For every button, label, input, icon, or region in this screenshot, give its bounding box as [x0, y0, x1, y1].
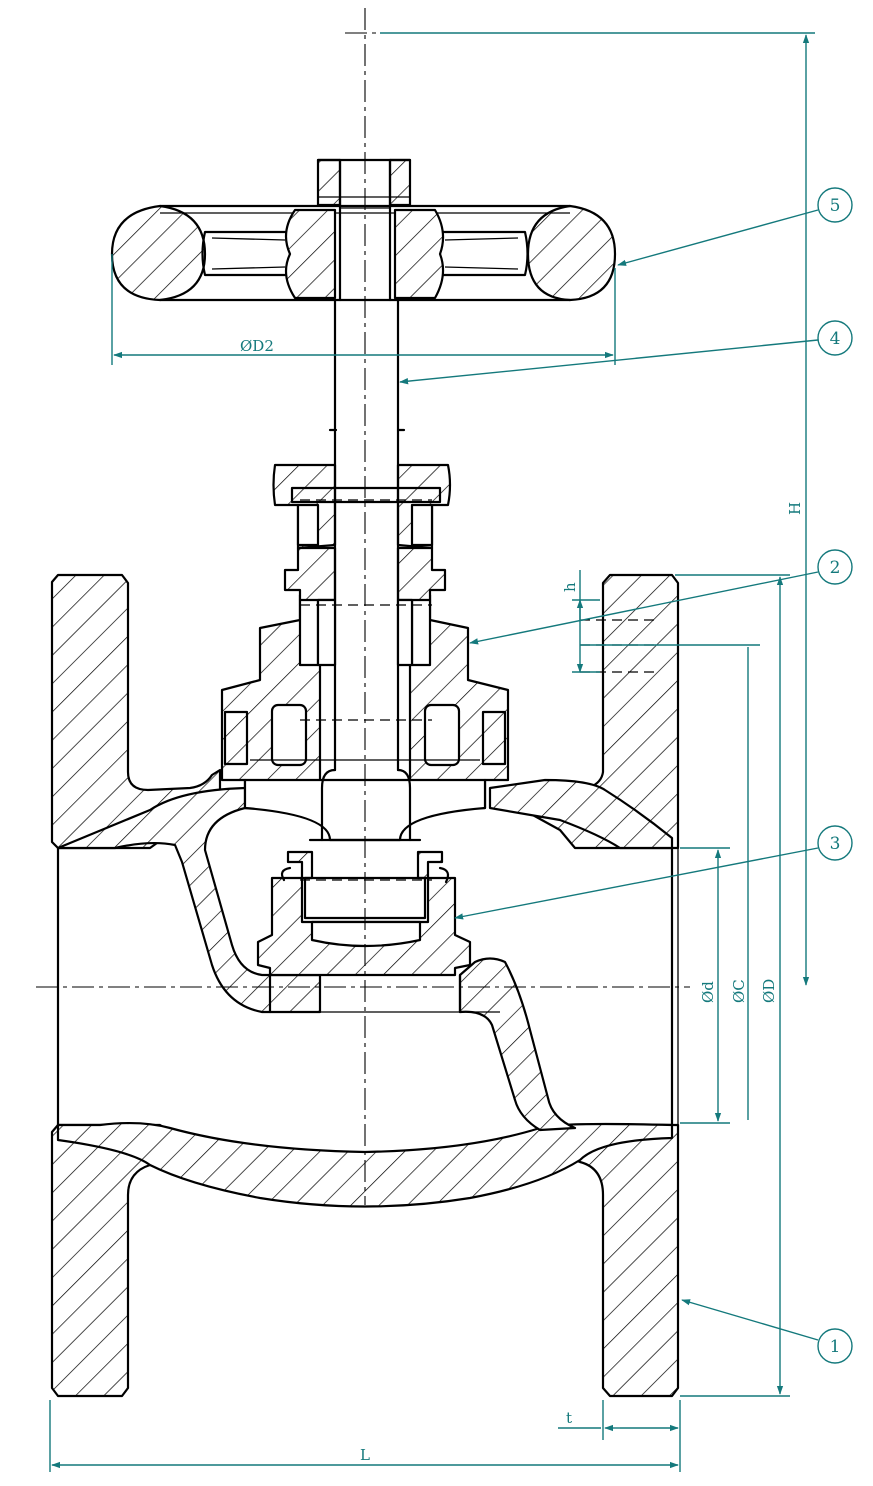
- part-callouts: 1 2 3 4 5: [399, 187, 853, 1364]
- balloon-5-label: 5: [830, 196, 841, 216]
- body-bonnet-wall-right: [488, 778, 674, 850]
- balloon-2: [817, 549, 853, 585]
- dim-label-bore: Ød: [699, 981, 717, 1003]
- stem: [308, 158, 422, 842]
- dim-label-bolt-circle: ØC: [730, 979, 748, 1003]
- dim-label-length: L: [360, 1446, 370, 1464]
- dim-label-outer-diameter: ØD: [760, 979, 778, 1003]
- body-seat-web: [458, 957, 577, 1132]
- dim-label-raised-face: h: [561, 582, 579, 592]
- balloon-2-label: 2: [830, 558, 841, 578]
- disc: [256, 850, 472, 977]
- handwheel-nut-right: [388, 158, 412, 207]
- handwheel-rim-left: [110, 204, 207, 302]
- dimensions: ØD2 H ØD ØC Ød h t L: [49, 32, 815, 1472]
- packing-left: [283, 546, 337, 602]
- handwheel-hub-right: [393, 208, 445, 300]
- right-flange-lower: [543, 1123, 680, 1398]
- dim-label-d2: ØD2: [240, 337, 274, 355]
- balloon-1: [817, 1328, 853, 1364]
- handwheel: [110, 158, 617, 302]
- balloon-3: [817, 825, 853, 861]
- balloon-3-label: 3: [830, 834, 841, 854]
- balloon-1-label: 1: [830, 1337, 841, 1357]
- balloon-4: [817, 320, 853, 356]
- centerlines: [36, 8, 690, 1205]
- packing-right: [396, 546, 447, 602]
- gland-nut: [272, 463, 452, 602]
- dim-label-flange-thickness: t: [566, 1409, 572, 1427]
- balloon-4-label: 4: [830, 329, 841, 349]
- handwheel-rim-right: [526, 204, 617, 302]
- body-upper-wall: [56, 786, 322, 1014]
- dim-label-h-total: H: [786, 502, 804, 515]
- handwheel-nut-left: [316, 158, 342, 207]
- handwheel-hub-left: [284, 208, 337, 300]
- balloon-5: [817, 187, 853, 223]
